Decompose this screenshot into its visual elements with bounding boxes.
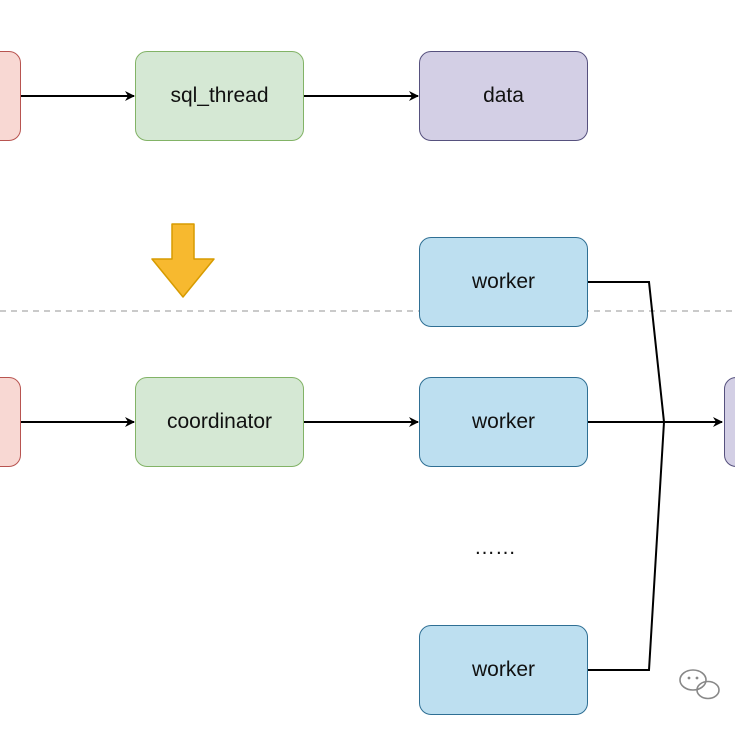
wechat-watermark-icon bbox=[679, 669, 720, 700]
worker-node-2: worker bbox=[419, 377, 588, 467]
workers-ellipsis: …… bbox=[474, 536, 516, 559]
data-node-top: data bbox=[419, 51, 588, 141]
source-node-top bbox=[0, 51, 21, 141]
data-label: data bbox=[483, 84, 524, 107]
coordinator-node: coordinator bbox=[135, 377, 304, 467]
worker-node-1: worker bbox=[419, 237, 588, 327]
transition-down-arrow bbox=[151, 223, 215, 298]
data-node-bottom bbox=[724, 377, 735, 467]
coordinator-label: coordinator bbox=[166, 410, 273, 433]
sql-thread-node: sql_thread bbox=[135, 51, 304, 141]
sql-thread-label: sql_thread bbox=[170, 84, 269, 107]
worker-label: worker bbox=[471, 410, 535, 433]
merge-line-worker-top bbox=[588, 281, 665, 423]
source-node-bottom bbox=[0, 377, 21, 467]
merge-line-worker-bottom bbox=[588, 421, 665, 671]
worker-label: worker bbox=[471, 658, 535, 681]
worker-node-3: worker bbox=[419, 625, 588, 715]
worker-label: worker bbox=[471, 270, 535, 293]
